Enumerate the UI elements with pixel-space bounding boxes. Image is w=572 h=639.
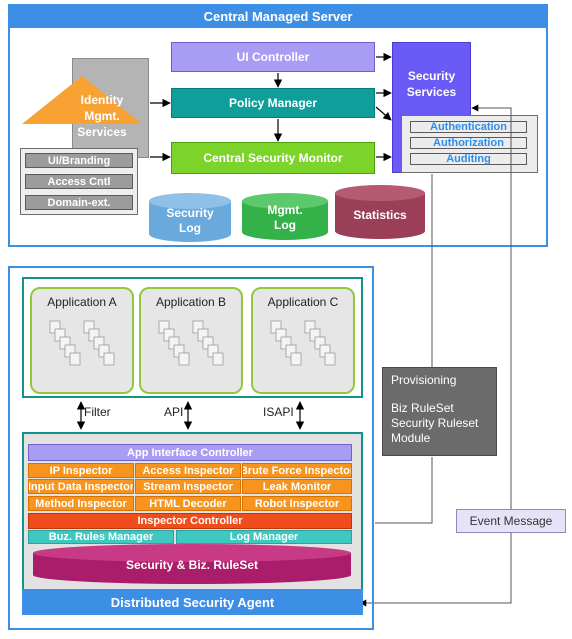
access-inspector: Access Inspector bbox=[135, 463, 241, 478]
input-data-inspector: Input Data Inspector bbox=[28, 479, 134, 494]
security-log-line-2: Log bbox=[179, 221, 201, 235]
event-message-box: Event Message bbox=[456, 509, 566, 533]
identity-line-1: Identity bbox=[80, 93, 124, 107]
central-security-monitor-box: Central Security Monitor bbox=[171, 142, 375, 174]
filter-label: Filter bbox=[84, 405, 111, 419]
security-log-line-1: Security bbox=[166, 206, 214, 220]
provisioning-body: Biz RuleSet Security Ruleset Module bbox=[391, 401, 488, 446]
html-decoder: HTML Decoder bbox=[135, 496, 241, 511]
security-services-line-1: Security bbox=[407, 69, 456, 83]
policy-manager-box: Policy Manager bbox=[171, 88, 375, 118]
ui-features-list: UI/Branding Access Cntl Domain-ext. bbox=[20, 148, 138, 215]
method-inspector: Method Inspector bbox=[28, 496, 134, 511]
application-b-label: Application B bbox=[155, 295, 227, 309]
security-services-label: Security Services bbox=[392, 64, 471, 104]
security-log-database: Security Log bbox=[149, 193, 231, 242]
distributed-security-agent-title: Distributed Security Agent bbox=[22, 589, 363, 615]
app-interface-controller: App Interface Controller bbox=[28, 444, 352, 461]
identity-triangle-shape bbox=[22, 76, 142, 124]
provisioning-line-2: Security Ruleset bbox=[391, 416, 479, 430]
authentication-item: Authentication bbox=[410, 121, 527, 133]
provisioning-title: Provisioning bbox=[391, 373, 457, 387]
statistics-database: Statistics bbox=[335, 185, 425, 239]
identity-line-3: Services bbox=[77, 125, 127, 139]
ui-controller-box: UI Controller bbox=[171, 42, 375, 72]
central-server-title: Central Managed Server bbox=[8, 4, 548, 28]
application-b-documents-icon bbox=[158, 320, 224, 366]
event-message-line bbox=[365, 104, 512, 604]
application-c-label: Application C bbox=[267, 295, 339, 309]
application-c-documents-icon bbox=[270, 320, 336, 366]
provisioning-to-agent-line bbox=[375, 457, 433, 524]
authorization-item: Authorization bbox=[410, 137, 527, 149]
access-control-item: Access Cntl bbox=[25, 174, 133, 189]
mgmt-log-database: Mgmt. Log bbox=[242, 193, 328, 240]
security-services-list: Authentication Authorization Auditing bbox=[401, 115, 538, 173]
application-c-card: Application C bbox=[251, 287, 355, 394]
policy-to-security-arrow-2 bbox=[375, 106, 392, 121]
provisioning-line-1: Biz RuleSet bbox=[391, 401, 454, 415]
robot-inspector: Robot Inspector bbox=[242, 496, 352, 511]
stream-inspector: Stream Inspector bbox=[135, 479, 241, 494]
security-services-line-2: Services bbox=[406, 85, 457, 99]
application-b-card: Application B bbox=[139, 287, 243, 394]
mgmt-log-line-1: Mgmt. bbox=[267, 203, 302, 217]
api-label: API bbox=[164, 405, 184, 419]
application-a-label: Application A bbox=[47, 295, 117, 309]
auditing-item: Auditing bbox=[410, 153, 527, 165]
brute-force-inspector: Brute Force Inspector bbox=[242, 463, 352, 478]
isapi-label: ISAPI bbox=[263, 405, 294, 419]
ruleset-cylinder-top bbox=[33, 544, 351, 562]
mgmt-log-line-2: Log bbox=[274, 218, 296, 232]
inspector-controller: Inspector Controller bbox=[28, 513, 352, 529]
ip-inspector: IP Inspector bbox=[28, 463, 134, 478]
domain-extension-item: Domain-ext. bbox=[25, 195, 133, 210]
provisioning-box: Provisioning Biz RuleSet Security Rulese… bbox=[382, 367, 497, 456]
application-frame bbox=[8, 266, 374, 630]
leak-monitor: Leak Monitor bbox=[242, 479, 352, 494]
security-biz-ruleset-label: Security & Biz. RuleSet bbox=[125, 558, 259, 572]
application-a-documents-icon bbox=[49, 320, 115, 366]
provisioning-line-3: Module bbox=[391, 431, 431, 445]
identity-mgmt-label: Identity Mgmt. Services bbox=[72, 88, 132, 144]
business-rules-manager: Buz. Rules Manager bbox=[28, 530, 174, 544]
ui-branding-item: UI/Branding bbox=[25, 153, 133, 168]
application-a-card: Application A bbox=[30, 287, 134, 394]
identity-line-2: Mgmt. bbox=[84, 109, 120, 123]
statistics-label: Statistics bbox=[353, 208, 407, 222]
log-manager: Log Manager bbox=[176, 530, 352, 544]
